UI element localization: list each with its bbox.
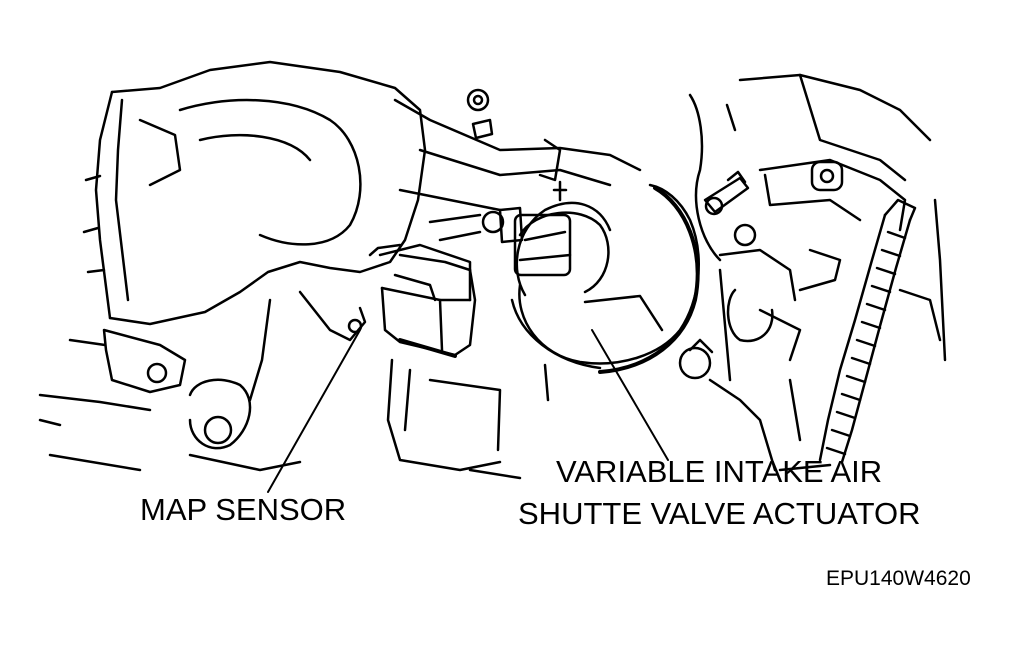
actuator-label-line2: SHUTTE VALVE ACTUATOR <box>518 496 921 531</box>
map-sensor-leader <box>267 329 361 493</box>
timing-belt <box>818 198 917 464</box>
map-sensor-label: MAP SENSOR <box>140 492 347 527</box>
intake-pipe <box>393 88 642 212</box>
map-sensor <box>368 213 482 358</box>
shutter-valve-actuator <box>481 180 700 374</box>
lower-bracket <box>38 290 550 480</box>
leader-lines <box>267 329 669 493</box>
engine-block <box>678 73 947 472</box>
figure-code: EPU140W4620 <box>826 567 971 590</box>
intake-manifold <box>68 60 427 394</box>
actuator-label-line1: VARIABLE INTAKE AIR <box>556 454 883 489</box>
actuator-leader <box>591 329 669 461</box>
